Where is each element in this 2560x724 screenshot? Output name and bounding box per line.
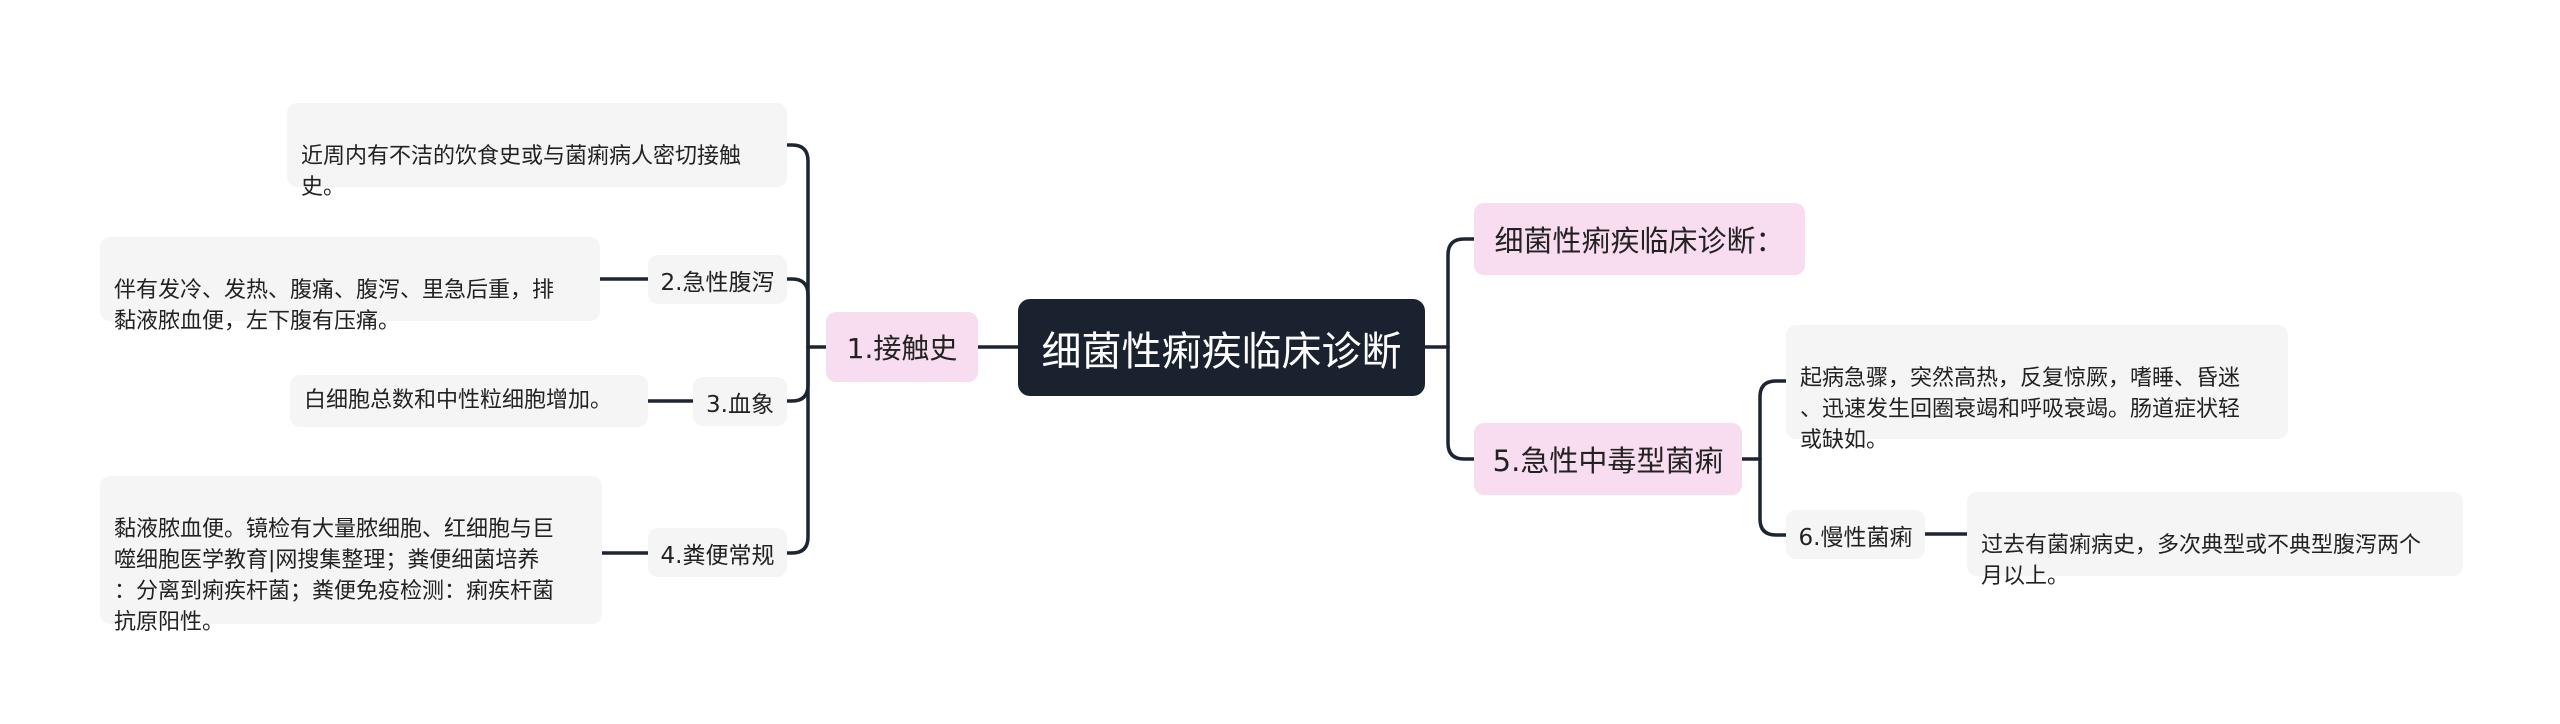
diarrhea-label: 2.急性腹泻 [660,269,775,296]
blood-detail[interactable]: 白细胞总数和中性粒细胞增加。 [290,375,648,427]
root-node[interactable]: 细菌性痢疾临床诊断 [1018,299,1425,396]
blood-node[interactable]: 3.血象 [693,377,787,426]
stool-detail[interactable]: 黏液脓血便。镜检有大量脓细胞、红细胞与巨 噬细胞医学教育|网搜集整理；粪便细菌培… [100,476,602,635]
link-branch1-diarrhea [785,277,810,349]
chronic-node[interactable]: 6.慢性菌痢 [1786,510,1925,559]
link-right-toxic [1446,345,1476,461]
link-right-heading [1446,237,1476,349]
stool-node[interactable]: 4.粪便常规 [648,528,787,577]
chronic-detail[interactable]: 过去有菌痢病史，多次典型或不典型腹泻两个 月以上。 [1967,492,2463,589]
stool-detail-text: 黏液脓血便。镜检有大量脓细胞、红细胞与巨 噬细胞医学教育|网搜集整理；粪便细菌培… [114,517,555,635]
branch-contact-history[interactable]: 1.接触史 [826,312,978,382]
toxic-node[interactable]: 5.急性中毒型菌痢 [1474,423,1742,495]
toxic-detail-text: 起病急骤，突然高热，反复惊厥，嗜睡、昏迷 、迅速发生回圈衰竭和呼吸衰竭。肠道症状… [1800,366,2241,453]
link-branch1-blood [785,345,810,403]
blood-label: 3.血象 [706,391,774,418]
root-label: 细菌性痢疾临床诊断 [1041,328,1402,375]
link-toxic-chronic [1758,457,1788,537]
branch-contact-history-label: 1.接触史 [846,332,958,365]
contact-detail[interactable]: 近周内有不洁的饮食史或与菌痢病人密切接触 史。 [287,103,787,200]
blood-detail-text: 白细胞总数和中性粒细胞增加。 [304,388,613,413]
toxic-detail[interactable]: 起病急骤，突然高热，反复惊厥，嗜睡、昏迷 、迅速发生回圈衰竭和呼吸衰竭。肠道症状… [1786,325,2288,453]
diarrhea-detail-text: 伴有发冷、发热、腹痛、腹泻、里急后重，排 黏液脓血便，左下腹有压痛。 [114,278,555,334]
contact-detail-text: 近周内有不洁的饮食史或与菌痢病人密切接触 史。 [301,144,742,200]
stool-label: 4.粪便常规 [660,542,775,569]
link-branch1-contact [785,143,810,349]
diarrhea-node[interactable]: 2.急性腹泻 [648,255,787,304]
toxic-label: 5.急性中毒型菌痢 [1492,444,1724,478]
link-toxic-detail [1758,379,1788,461]
link-branch1-stool [785,345,810,555]
right-heading-label: 细菌性痢疾临床诊断： [1494,224,1785,258]
right-heading-node[interactable]: 细菌性痢疾临床诊断： [1474,203,1805,275]
diarrhea-detail[interactable]: 伴有发冷、发热、腹痛、腹泻、里急后重，排 黏液脓血便，左下腹有压痛。 [100,237,600,334]
chronic-detail-text: 过去有菌痢病史，多次典型或不典型腹泻两个 月以上。 [1981,533,2422,589]
chronic-label: 6.慢性菌痢 [1798,524,1913,551]
